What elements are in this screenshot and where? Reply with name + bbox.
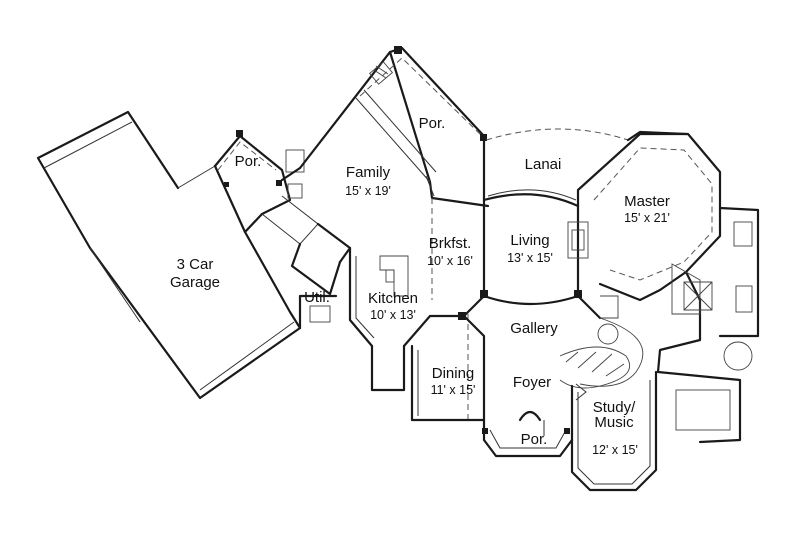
dining-size: 11' x 15' <box>431 383 476 397</box>
dining-walls <box>410 312 486 422</box>
living-label: Living <box>510 232 549 249</box>
master-label: Master <box>624 193 670 210</box>
room-labels: 3 Car Garage Por. Por. Por. Family 15' x… <box>170 115 670 457</box>
garage-label-line1: 3 Car <box>177 256 214 273</box>
kitchen-walls <box>298 246 466 392</box>
study-walls <box>570 370 658 492</box>
foyer-label: Foyer <box>513 374 551 391</box>
garage-walls <box>36 110 302 400</box>
study-label-line1: Study/ <box>593 399 636 416</box>
living-walls <box>431 198 589 306</box>
gallery-label: Gallery <box>510 320 558 337</box>
study-label-line2: Music <box>594 414 634 431</box>
porch-front-label: Por. <box>521 431 548 448</box>
master-size: 15' x 21' <box>624 211 670 225</box>
master-walls <box>576 132 760 444</box>
foyer-walls <box>482 410 574 458</box>
kitchen-label: Kitchen <box>368 290 418 307</box>
left-porch-walls <box>213 130 319 245</box>
garage-label-line2: Garage <box>170 274 220 291</box>
porch-left-label: Por. <box>235 153 262 170</box>
breakfast-label: Brkfst. <box>429 235 472 252</box>
breakfast-size: 10' x 16' <box>427 254 473 268</box>
dining-label: Dining <box>432 365 475 382</box>
study-size: 12' x 15' <box>592 443 638 457</box>
kitchen-size: 10' x 13' <box>370 308 416 322</box>
utility-label: Util. <box>304 289 330 306</box>
porch-top-label: Por. <box>419 115 446 132</box>
living-size: 13' x 15' <box>507 251 553 265</box>
gallery-walls <box>462 294 644 420</box>
family-size: 15' x 19' <box>345 184 391 198</box>
family-walls <box>280 46 490 296</box>
family-label: Family <box>346 164 391 181</box>
lanai-label: Lanai <box>525 156 562 173</box>
